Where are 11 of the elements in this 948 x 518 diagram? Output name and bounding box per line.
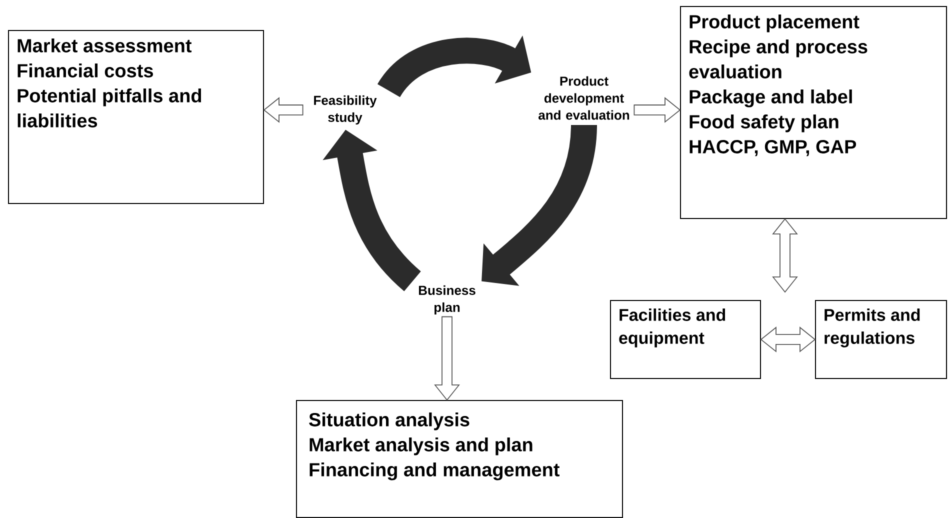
stage-label: Feasibility study: [314, 95, 377, 125]
stage-label: Product development and evaluation: [538, 76, 630, 120]
stage-label: Business plan: [418, 285, 476, 315]
text-box: Market assessment Financial costs Potential pitfalls and liabilities: [8, 30, 264, 204]
block-arrow: [263, 97, 304, 123]
text-box: Product placement Recipe and process evaluation Package and label Food safety plan HACCP, GMP, GAP: [680, 6, 947, 219]
text-box: Permits and regulations: [815, 300, 947, 379]
block-arrow: [434, 316, 460, 401]
text-box: Facilities and equipment: [610, 300, 761, 379]
text-box: Situation analysis Market analysis and plan Financing and management: [296, 400, 623, 518]
block-arrow: [634, 97, 681, 123]
